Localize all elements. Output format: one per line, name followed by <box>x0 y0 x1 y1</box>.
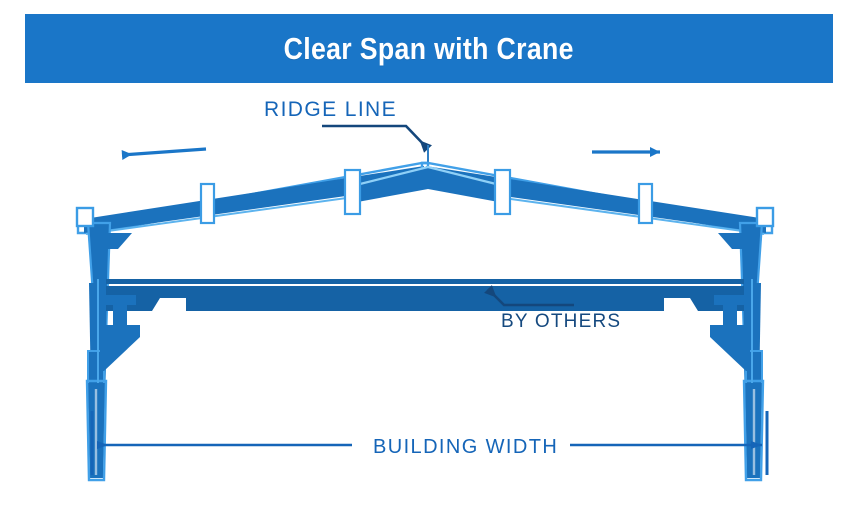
right-bracket-bottom-flange <box>710 325 746 337</box>
purlin-right-outer <box>637 182 654 225</box>
by-others-leader <box>484 285 574 307</box>
left-eave-haunch <box>92 233 132 249</box>
crane-runway-beam <box>106 279 744 311</box>
page-title: Clear Span with Crane <box>283 30 575 66</box>
ridge-line-label: RIDGE LINE <box>264 98 397 121</box>
right-eave-haunch <box>718 233 758 249</box>
by-others-annotation: BY OTHERS <box>484 285 621 332</box>
right-rafter <box>426 166 766 233</box>
purlin-left-outer <box>199 182 216 225</box>
right-eave-connection <box>755 206 775 228</box>
left-bracket-bottom-flange <box>104 325 140 337</box>
left-arrow-line <box>121 147 207 160</box>
right-bracket-notch <box>664 298 744 311</box>
right-bracket-corbel <box>710 337 750 371</box>
right-bracket-web <box>723 305 737 325</box>
right-crane-bracket <box>664 279 753 383</box>
left-bracket-notch <box>106 298 186 311</box>
left-eave-connection <box>75 206 95 228</box>
right-column-lower-outline <box>742 379 765 482</box>
building-width-dimension: BUILDING WIDTH <box>90 411 769 475</box>
title-banner: Clear Span with Crane <box>25 14 833 83</box>
right-bracket-top-flange <box>714 295 746 305</box>
left-bracket-corbel <box>100 337 140 371</box>
left-bracket-web <box>113 305 127 325</box>
diagram-svg: RIDGE LINE <box>75 98 775 482</box>
left-crane-bracket <box>97 279 186 383</box>
left-rafter <box>84 166 424 233</box>
crane-girder <box>106 286 744 311</box>
building-width-label: BUILDING WIDTH <box>373 436 558 458</box>
ridge-apex <box>352 167 504 203</box>
purlin-left-inner <box>343 168 362 216</box>
building-cross-section-diagram: RIDGE LINE <box>0 83 850 527</box>
left-column-lower-outline <box>85 379 108 482</box>
ridge-line-annotation: RIDGE LINE <box>264 98 432 153</box>
left-roof-slope-arrow <box>121 147 207 160</box>
left-bracket-top-flange <box>104 295 136 305</box>
crane-rail <box>106 279 744 284</box>
ridge-apex-top-edge <box>351 165 505 188</box>
purlin-right-inner <box>493 168 512 216</box>
left-column <box>85 221 112 482</box>
by-others-label: BY OTHERS <box>501 311 621 332</box>
ridge-line-leader <box>322 124 432 153</box>
